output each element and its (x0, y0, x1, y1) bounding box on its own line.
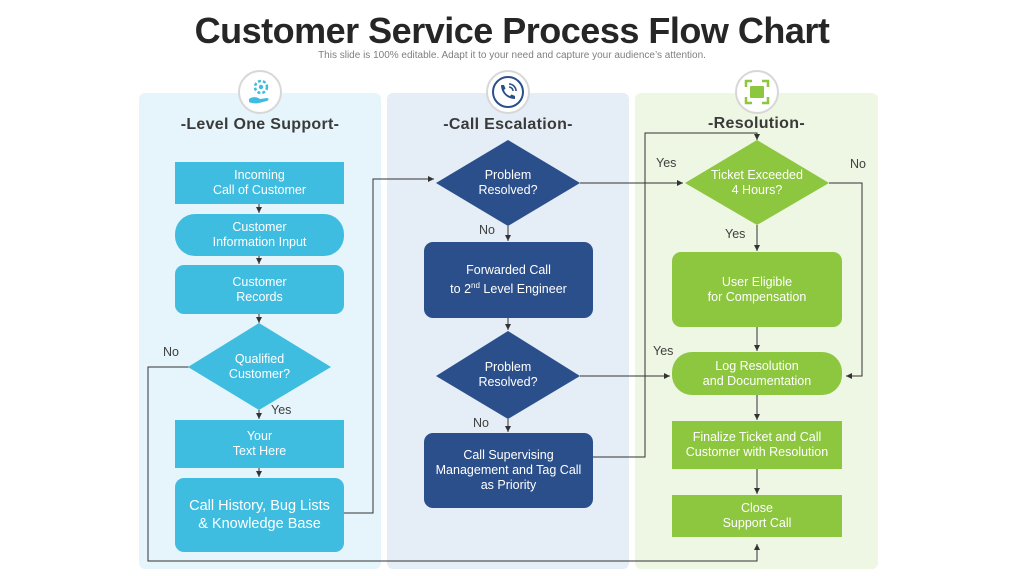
edge-label-qualified-yes: Yes (271, 403, 292, 417)
gear-hand-icon (238, 70, 282, 114)
edge-label-ticket-yes-down: Yes (725, 227, 746, 241)
edge-label-problem1-no: No (479, 223, 495, 237)
node-your-text-here: Your Text Here (175, 420, 344, 468)
node-problem-resolved-1-label: Problem Resolved? (478, 168, 538, 197)
node-forwarded-call: Forwarded Call to 2nd Level Engineer (424, 242, 593, 318)
lane-title-call-escalation: -Call Escalation- (443, 116, 573, 133)
edge-label-qualified-no: No (163, 345, 179, 359)
node-finalize-ticket: Finalize Ticket and Call Customer with R… (672, 421, 842, 469)
node-problem-resolved-2-label: Problem Resolved? (478, 360, 538, 389)
page-subtitle: This slide is 100% editable. Adapt it to… (318, 50, 706, 61)
edge-label-problem2-no: No (473, 416, 489, 430)
node-incoming-call: Incoming Call of Customer (175, 162, 344, 204)
ordinal-suffix: nd (471, 280, 480, 290)
node-close-support-call: Close Support Call (672, 495, 842, 537)
screen-focus-icon (735, 70, 779, 114)
page-title: Customer Service Process Flow Chart (194, 10, 830, 51)
arrow-callhistory-to-problem1 (344, 176, 434, 514)
phone-call-icon (486, 70, 530, 114)
forwarded-call-line-1: Forwarded Call (466, 262, 551, 277)
arrow-qualified-no-to-close (147, 366, 760, 562)
edge-label-log-yes: Yes (653, 344, 674, 358)
node-log-resolution: Log Resolution and Documentation (672, 352, 842, 395)
node-customer-records: Customer Records (175, 265, 344, 314)
decision-problem-resolved-1 (436, 140, 580, 226)
node-user-eligible: User Eligible for Compensation (672, 252, 842, 327)
lane-title-resolution: -Resolution- (708, 115, 805, 132)
node-customer-information-input: Customer Information Input (175, 214, 344, 256)
decision-qualified-customer (188, 323, 331, 410)
decision-ticket-exceeded (685, 140, 829, 225)
node-qualified-customer-label: Qualified Customer? (228, 352, 291, 381)
node-call-supervising: Call Supervising Management and Tag Call… (424, 433, 593, 508)
node-call-history: Call History, Bug Lists & Knowledge Base (175, 478, 344, 552)
edge-label-ticket-no: No (850, 157, 866, 171)
arrow-ticket-no-to-log (829, 182, 863, 379)
lane-title-level-one-support: -Level One Support- (180, 116, 340, 133)
edge-label-ticket-yes-left: Yes (656, 156, 677, 170)
decision-problem-resolved-2 (436, 331, 580, 419)
arrow-supervising-to-ticket (593, 132, 760, 458)
node-ticket-exceeded-label: Ticket Exceeded 4 Hours? (711, 168, 803, 197)
forwarded-call-line-2: to 2nd Level Engineer (450, 280, 567, 297)
